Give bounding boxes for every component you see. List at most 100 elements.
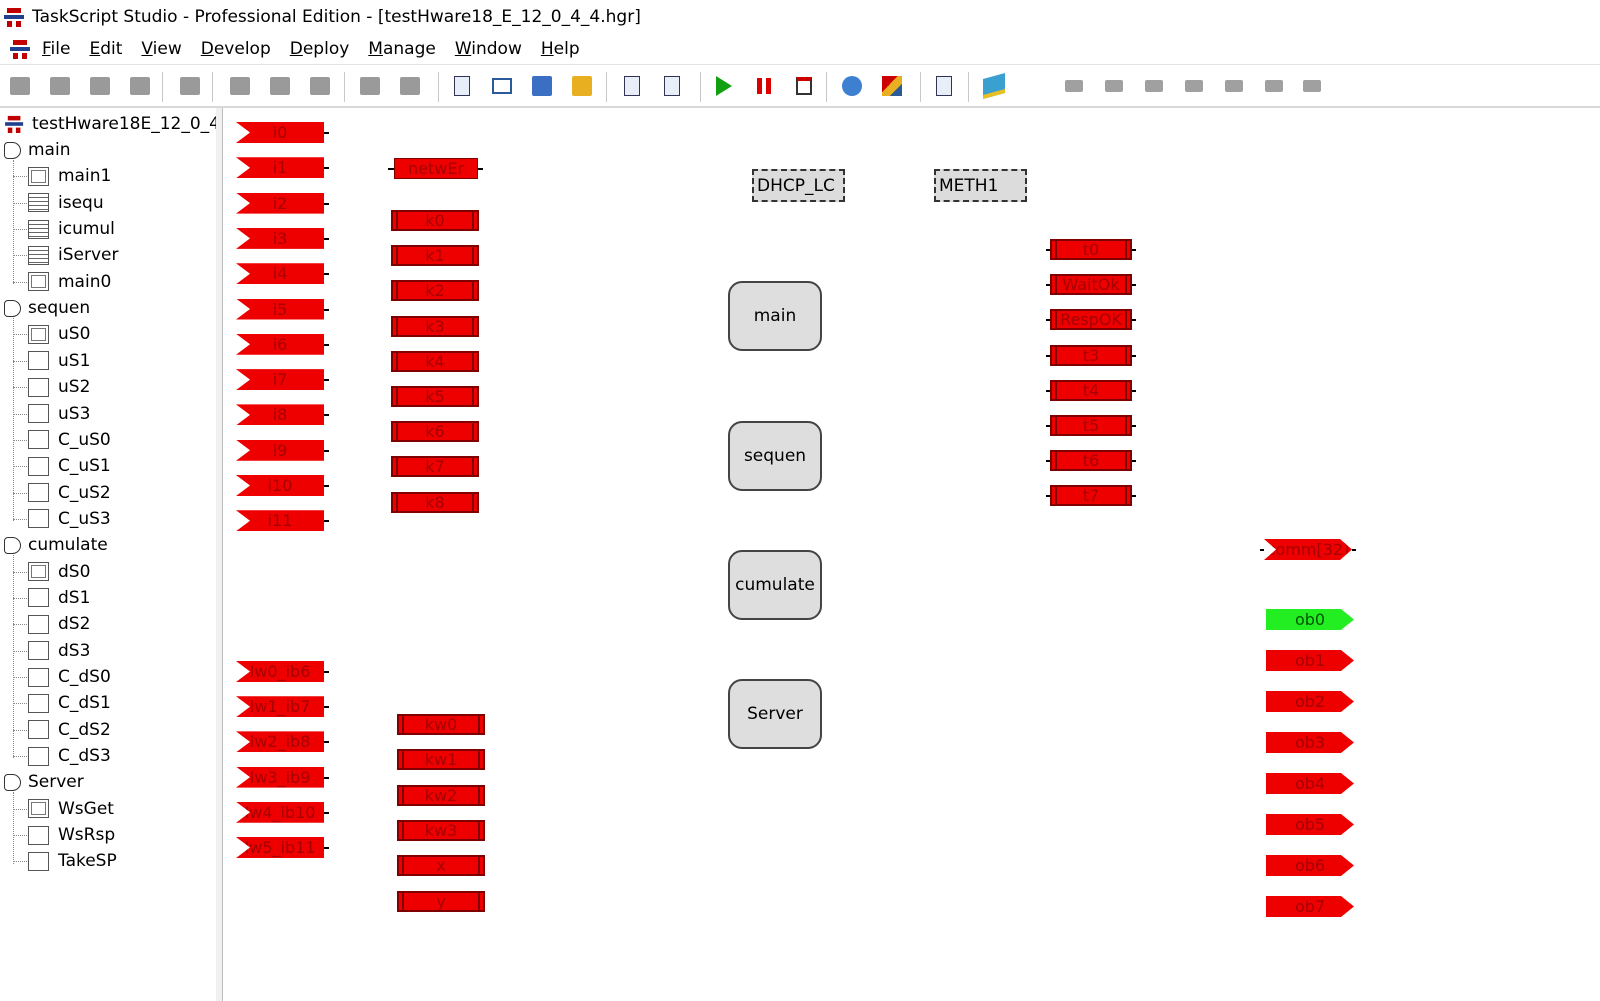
input-i4[interactable]: i4 [236, 263, 324, 285]
timer-t3[interactable]: t3 [1050, 344, 1132, 366]
undo-icon[interactable] [358, 74, 382, 98]
script-icon[interactable] [932, 74, 956, 98]
tree-item[interactable]: main0 [28, 270, 111, 294]
menu-manage[interactable]: Manage [368, 37, 436, 61]
output-ob1[interactable]: ob1 [1266, 650, 1354, 671]
tree-item[interactable]: uS3 [28, 402, 90, 426]
output-ob4[interactable]: ob4 [1266, 773, 1354, 794]
tree-item[interactable]: WsRsp [28, 823, 115, 847]
input-i9[interactable]: i9 [236, 439, 324, 461]
redo-icon[interactable] [398, 74, 422, 98]
word-input-iw5_ib11[interactable]: Iw5_ib11 [236, 837, 324, 858]
timer-t5[interactable]: t5 [1050, 415, 1132, 436]
import-icon[interactable] [620, 74, 644, 98]
tree-item[interactable]: C_uS3 [28, 507, 111, 531]
input-i8[interactable]: i8 [236, 404, 324, 426]
constant-k3[interactable]: k3 [391, 315, 479, 337]
output-ob2[interactable]: ob2 [1266, 691, 1354, 712]
comm-buffer[interactable]: comm[32] [1264, 539, 1352, 560]
build-icon[interactable] [490, 74, 514, 98]
input-i3[interactable]: i3 [236, 227, 324, 249]
input-i5[interactable]: i5 [236, 298, 324, 320]
network-error[interactable]: netwEr [394, 158, 478, 179]
save-icon[interactable] [88, 74, 112, 98]
output-ob5[interactable]: ob5 [1266, 814, 1354, 835]
distribute-icon[interactable] [1300, 74, 1324, 98]
tree-item[interactable]: uS2 [28, 375, 90, 399]
align-middle-icon[interactable] [1222, 74, 1246, 98]
constant-k4[interactable]: k4 [391, 350, 479, 372]
timer-t4[interactable]: t4 [1050, 379, 1132, 401]
download-icon[interactable] [530, 74, 554, 98]
output-ob7[interactable]: ob7 [1266, 896, 1354, 917]
close-project-icon[interactable] [128, 74, 152, 98]
word-constant-kw2[interactable]: kw2 [397, 784, 485, 806]
tree-item[interactable]: C_uS2 [28, 481, 111, 505]
output-ob0[interactable]: ob0 [1266, 609, 1354, 630]
input-i7[interactable]: i7 [236, 369, 324, 391]
tree-item[interactable]: isequ [28, 191, 104, 215]
task-sequen[interactable]: sequen [728, 421, 822, 491]
tree-group[interactable]: Server [4, 770, 84, 794]
timer-waitok[interactable]: WaitOk [1050, 274, 1132, 296]
tree-item[interactable]: icumul [28, 217, 115, 241]
tree-item[interactable]: C_dS1 [28, 691, 111, 715]
document-icon[interactable] [10, 38, 32, 60]
timer-t0[interactable]: t0 [1050, 239, 1132, 260]
menu-develop[interactable]: Develop [201, 37, 271, 61]
constant-k1[interactable]: k1 [391, 245, 479, 267]
task-main[interactable]: main [728, 281, 822, 351]
word-input-iw2_ib8[interactable]: Iw2_ib8 [236, 731, 324, 753]
tree-item[interactable]: uS0 [28, 322, 90, 346]
align-bottom-icon[interactable] [1262, 74, 1286, 98]
word-constant-y[interactable]: y [397, 890, 485, 912]
input-i0[interactable]: i0 [236, 122, 324, 143]
menu-view[interactable]: View [141, 37, 181, 61]
constant-k5[interactable]: k5 [391, 386, 479, 407]
input-i11[interactable]: i11 [236, 510, 324, 532]
monitor-icon[interactable] [880, 74, 904, 98]
tree-group[interactable]: main [4, 138, 70, 162]
library-icon[interactable] [982, 73, 1006, 99]
tree-item[interactable]: C_uS0 [28, 428, 111, 452]
menu-help[interactable]: Help [541, 37, 580, 61]
timer-t7[interactable]: t7 [1050, 485, 1132, 507]
timer-t6[interactable]: t6 [1050, 450, 1132, 472]
constant-k8[interactable]: k8 [391, 491, 479, 513]
run-icon[interactable] [712, 74, 736, 98]
constant-k6[interactable]: k6 [391, 421, 479, 443]
word-input-iw4_ib10[interactable]: Iw4_ib10 [236, 801, 324, 823]
input-i2[interactable]: i2 [236, 192, 324, 214]
constant-k0[interactable]: k0 [391, 210, 479, 231]
output-ob6[interactable]: ob6 [1266, 855, 1354, 876]
word-constant-kw1[interactable]: kw1 [397, 749, 485, 771]
task-server[interactable]: Server [728, 679, 822, 749]
export-icon[interactable] [660, 74, 684, 98]
align-right-icon[interactable] [1142, 74, 1166, 98]
constant-k7[interactable]: k7 [391, 456, 479, 478]
input-i1[interactable]: i1 [236, 157, 324, 179]
input-i6[interactable]: i6 [236, 333, 324, 355]
tree-item[interactable]: main1 [28, 164, 111, 188]
cut-icon[interactable] [268, 74, 292, 98]
align-left-icon[interactable] [1062, 74, 1086, 98]
tree-group[interactable]: sequen [4, 296, 90, 320]
menu-deploy[interactable]: Deploy [290, 37, 350, 61]
copy-icon[interactable] [228, 74, 252, 98]
menu-window[interactable]: Window [455, 37, 522, 61]
word-constant-kw3[interactable]: kw3 [397, 819, 485, 841]
align-top-icon[interactable] [1182, 74, 1206, 98]
word-input-iw3_ib9[interactable]: Iw3_ib9 [236, 766, 324, 788]
word-constant-kw0[interactable]: kw0 [397, 714, 485, 735]
word-input-iw0_ib6[interactable]: Iw0_ib6 [236, 661, 324, 682]
word-input-iw1_ib7[interactable]: Iw1_ib7 [236, 696, 324, 718]
menu-edit[interactable]: Edit [89, 37, 122, 61]
timer-respok[interactable]: RespOK [1050, 309, 1132, 331]
splitter[interactable] [216, 108, 223, 1001]
align-center-icon[interactable] [1102, 74, 1126, 98]
print-icon[interactable] [178, 74, 202, 98]
word-constant-x[interactable]: x [397, 855, 485, 877]
tree-item[interactable]: iServer [28, 243, 118, 267]
tree-item[interactable]: C_dS0 [28, 665, 111, 689]
